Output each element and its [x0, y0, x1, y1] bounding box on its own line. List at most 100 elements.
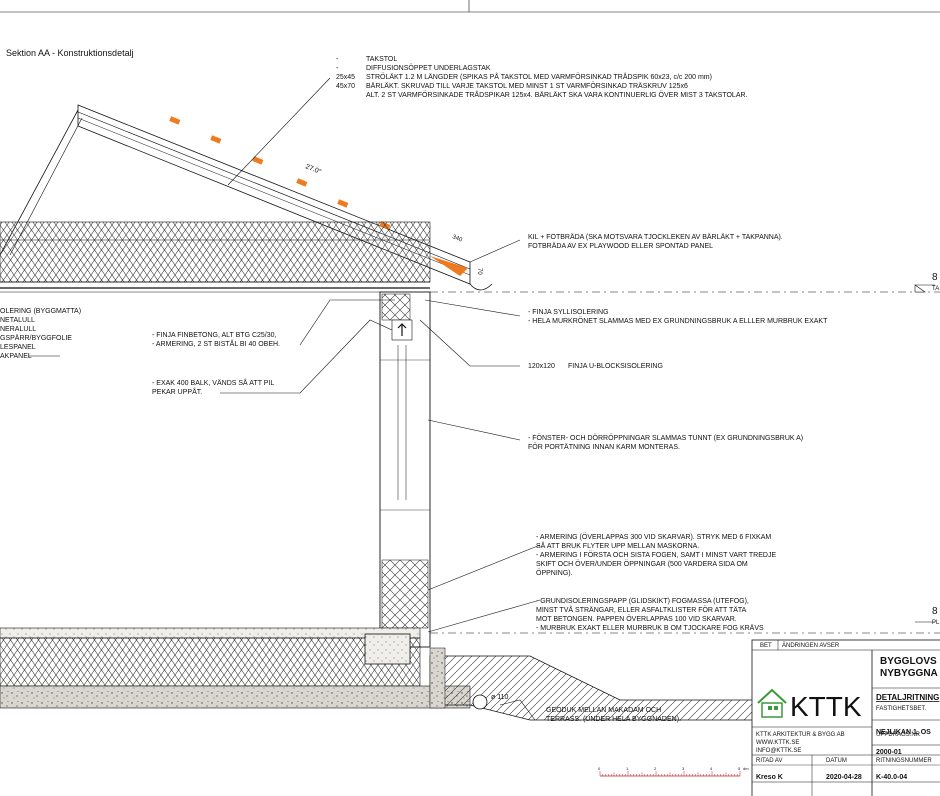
batten [252, 156, 264, 165]
exak-note: - EXAK 400 BALK, VÄNDS SÅ ATT PIL PEKAR … [152, 378, 274, 396]
svg-text:- ARMERING I FÖRSTA OCH SIST: - ARMERING I FÖRSTA OCH SISTA FOGEN, SAM… [536, 551, 776, 559]
svg-text:- FÖNSTER- OCH DÖRRÖPPNINGAR: - FÖNSTER- OCH DÖRRÖPPNINGAR SLAMMAS TUN… [528, 434, 803, 442]
svg-text:- ARMERING (ÖVERLAPPAS 300 V: - ARMERING (ÖVERLAPPAS 300 VID SKARVAR).… [536, 533, 771, 541]
roof-note-line: BÄRLÄKT. SKRUVAD TILL VARJE TAKSTOL MED … [366, 82, 688, 90]
svg-text:SKIFT OCH ÖVER/UNDER ÖPPNINGAR: SKIFT OCH ÖVER/UNDER ÖPPNINGAR (500 VARD… [536, 560, 748, 568]
svg-text:- HELA MURKRÖNET SLAMMAS MED: - HELA MURKRÖNET SLAMMAS MED EX GRUNDNIN… [528, 317, 828, 325]
scale-bar: 0 1 2 3 4 5 dm [598, 766, 749, 777]
property-label: FASTIGHETSBET. [876, 706, 926, 712]
ublock-note: 120x120 FINJA U-BLOCKSISOLERING [528, 363, 663, 370]
svg-text:FÖR PORTÄTNING INNAN KARM MONT: FÖR PORTÄTNING INNAN KARM MONTERAS. [528, 443, 680, 451]
section-mark-number: 8 [932, 272, 938, 283]
svg-text:- FINJA SYLLISOLERING: - FINJA SYLLISOLERING [528, 309, 609, 316]
roof-note-line: STRÖLÄKT 1.2 M LÄNGDER (SPIKAS PÅ TAKSTO… [366, 72, 712, 81]
wedge-fascia [430, 256, 468, 276]
svg-text:- ARMERING, 2 ST BISTÅL BI 4: - ARMERING, 2 ST BISTÅL BI 40 OBEH. [152, 339, 280, 348]
window-note: - FÖNSTER- OCH DÖRRÖPPNINGAR SLAMMAS TUN… [528, 434, 803, 451]
svg-text:NETALULL: NETALULL [0, 317, 35, 324]
armering-note: - ARMERING (ÖVERLAPPAS 300 VID SKARVAR).… [536, 533, 776, 577]
drawing-no-value: K-40.0-04 [876, 774, 907, 781]
svg-text:25x45: 25x45 [336, 74, 355, 81]
drawing-no-label: RITNINGSNUMMER [876, 758, 932, 764]
svg-text:5: 5 [738, 766, 741, 771]
dim-label-340: 340 [451, 234, 463, 244]
sill-insulation [381, 293, 411, 321]
bet-label: BET [760, 643, 772, 649]
svg-text:3: 3 [682, 766, 685, 771]
svg-text:-: - [336, 65, 339, 72]
gutter [469, 283, 493, 291]
svg-text:ÖPPNING).: ÖPPNING). [536, 569, 573, 577]
section-mark-sub: PL [932, 620, 940, 626]
order-label: UPPDRAGS.NR [876, 732, 921, 738]
svg-text:45x70: 45x70 [336, 83, 355, 90]
company-web: WWW.KTTK.SE [756, 740, 799, 746]
floor-slab: ø 110 [0, 627, 761, 721]
drawing-type: DETALJRITNING [876, 693, 939, 702]
svg-text:4: 4 [710, 766, 713, 771]
svg-text:-: - [336, 56, 339, 63]
dim-label-70: 70 [476, 268, 482, 275]
ceiling-insulation [0, 221, 431, 293]
title-main-2: NYBYGGNA [880, 668, 938, 679]
logo-text: KTTK [790, 691, 862, 722]
beam-note: - FINJA FINBETONG, ALT BTG C25/30, - ARM… [152, 332, 280, 348]
leader-lines [28, 77, 541, 721]
svg-text:MINST TVÅ STRÄNGAR, ELLER ASFA: MINST TVÅ STRÄNGAR, ELLER ASFALTKLISTER … [536, 605, 747, 614]
drain-pipe [472, 694, 488, 710]
svg-text:- MURBRUK EXAKT ELLER MURBRU: - MURBRUK EXAKT ELLER MURBRUK B OM TJOCK… [536, 624, 764, 632]
svg-text:FOTBRÄDA AV EX PLAYWOOD ELLER: FOTBRÄDA AV EX PLAYWOOD ELLER SPONTAD PA… [528, 242, 713, 250]
roof-notes: - - 25x45 45x70 TAKSTOL DIFFUSIONSÖPPET … [336, 56, 748, 99]
section-mark-number: 8 [932, 606, 938, 617]
svg-text:0: 0 [598, 766, 601, 771]
batten [210, 135, 222, 144]
svg-text:AKPANEL: AKPANEL [0, 353, 32, 360]
svg-text:MOT BETONGEN. PAPPEN ÖVERLAPPA: MOT BETONGEN. PAPPEN ÖVERLAPPAS 100 VID … [536, 615, 737, 623]
roof-note-line: DIFFUSIONSÖPPET UNDERLAGSTAK [366, 64, 491, 72]
svg-text:TERRASS. (UNDER HELA BYGGNADEN: TERRASS. (UNDER HELA BYGGNADEN). [546, 716, 681, 723]
svg-text:- EXAK 400 BALK, VÄNDS SÅ AT: - EXAK 400 BALK, VÄNDS SÅ ATT PIL [152, 378, 274, 387]
left-layer-notes: OLERING (BYGGMATTA) NETALULL NERALULL GS… [0, 308, 81, 360]
batten [296, 178, 308, 187]
svg-text:2: 2 [654, 766, 657, 771]
svg-text:PEKAR UPPÅT.: PEKAR UPPÅT. [152, 387, 202, 396]
order-value: 2000-01 [876, 749, 902, 756]
drain-label: ø 110 [491, 694, 508, 701]
property-value: NEJLIKAN 1, OS [876, 729, 931, 736]
section-mark-sub: TA [932, 286, 939, 292]
svg-text:GSPÄRR/BYGGFOLIE: GSPÄRR/BYGGFOLIE [0, 334, 72, 342]
svg-text:dm: dm [743, 766, 749, 771]
sill-note: - FINJA SYLLISOLERING - HELA MURKRÖNET S… [528, 309, 828, 325]
drawn-by-value: Kreso K [756, 774, 783, 781]
svg-text:- FINJA FINBETONG, ALT BTG C: - FINJA FINBETONG, ALT BTG C25/30, [152, 332, 277, 339]
roof-note-line: TAKSTOL [366, 56, 397, 63]
section-title: Sektion AA - Konstruktionsdetalj [6, 48, 134, 58]
house-logo-icon [757, 688, 787, 718]
exterior-wall [379, 291, 431, 648]
batten [169, 116, 181, 125]
geoduk-note: GEODUK MELLAN MAKADAM OCH TERRASS. (UNDE… [546, 707, 681, 723]
title-main-1: BYGGLOVS [880, 656, 937, 667]
kil-note: KIL + FOTBRÄDA (SKA MOTSVARA TJOCKLEKEN … [528, 233, 783, 250]
macadam-layer [0, 685, 471, 709]
changes-label: ÄNDRINGEN AVSER [782, 642, 840, 649]
svg-text:- GRUNDISOLERINGSPAPP (GLIDS: - GRUNDISOLERINGSPAPP (GLIDSKIKT) FOGMAS… [536, 598, 749, 605]
section-mark-top: 8 TA [914, 272, 939, 293]
date-value: 2020-04-28 [826, 774, 862, 781]
svg-text:FINJA U-BLOCKSISOLERING: FINJA U-BLOCKSISOLERING [568, 363, 663, 370]
svg-text:LESPANEL: LESPANEL [0, 344, 36, 351]
svg-text:120x120: 120x120 [528, 363, 555, 370]
svg-text:KIL + FOTBRÄDA (SKA MOTSVARA T: KIL + FOTBRÄDA (SKA MOTSVARA TJOCKLEKEN … [528, 233, 783, 241]
section-mark-bottom: 8 PL [915, 606, 940, 626]
grund-note: - GRUNDISOLERINGSPAPP (GLIDSKIKT) FOGMAS… [536, 598, 764, 632]
company-name: KTTK ARKITEKTUR & BYGG AB [756, 732, 845, 738]
svg-text:GEODUK MELLAN MAKADAM OCH: GEODUK MELLAN MAKADAM OCH [546, 707, 661, 714]
roof-note-line: ALT. 2 ST VARMFÖRSINKADE TRÅDSPIKAR 125x… [366, 90, 748, 99]
u-block-insulation [381, 559, 429, 629]
date-label: DATUM [826, 758, 847, 764]
drawn-by-label: RITAD AV [756, 758, 782, 764]
svg-text:1: 1 [626, 766, 629, 771]
svg-text:NERALULL: NERALULL [0, 326, 36, 333]
roof-angle-label: 27.0° [304, 162, 322, 176]
